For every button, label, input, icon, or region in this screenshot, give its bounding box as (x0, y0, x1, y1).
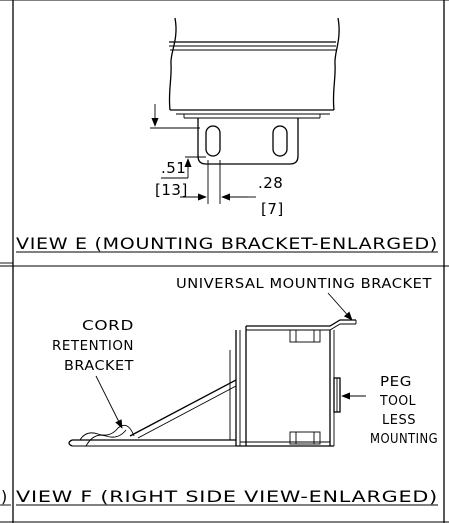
view-f: UNIVERSAL MOUNTING BRACKET CORD RETENTIO… (16, 277, 438, 506)
width-dimension (180, 160, 256, 204)
dim-width-label: .28 (258, 174, 283, 192)
dim-height-label: .51 (161, 159, 186, 177)
label-peg-line2: TOOL (379, 394, 416, 409)
slot-right (272, 125, 288, 157)
label-cord-line2: RETENTION (52, 339, 134, 354)
label-peg-line3: LESS (382, 413, 416, 428)
left-fragment-paren: ) (1, 487, 8, 506)
dim-height-metric-label: [13] (155, 181, 188, 199)
label-peg-line1: PEG (380, 375, 412, 390)
slot-left (205, 125, 221, 157)
dim-width-metric-label: [7] (261, 200, 284, 218)
view-f-title: VIEW F (RIGHT SIDE VIEW-ENLARGED) (16, 487, 438, 506)
label-universal-mounting-bracket: UNIVERSAL MOUNTING BRACKET (176, 277, 432, 292)
label-cord-line1: CORD (82, 319, 134, 334)
cord-retention-bracket-part (68, 379, 237, 447)
view-e-title: VIEW E (MOUNTING BRACKET-ENLARGED) (16, 234, 438, 253)
universal-mounting-bracket-part (229, 319, 357, 447)
leader-universal (327, 292, 353, 321)
mounting-bracket (197, 118, 299, 165)
label-cord-line3: BRACKET (64, 359, 134, 374)
leader-cord (95, 375, 123, 429)
rail-body (168, 17, 340, 119)
height-dimension (150, 104, 206, 179)
label-peg-line4: MOUNTING (370, 432, 438, 447)
view-e: .51 [13] .28 [7] VIEW E (MOUNTING BRACKE… (16, 17, 438, 253)
